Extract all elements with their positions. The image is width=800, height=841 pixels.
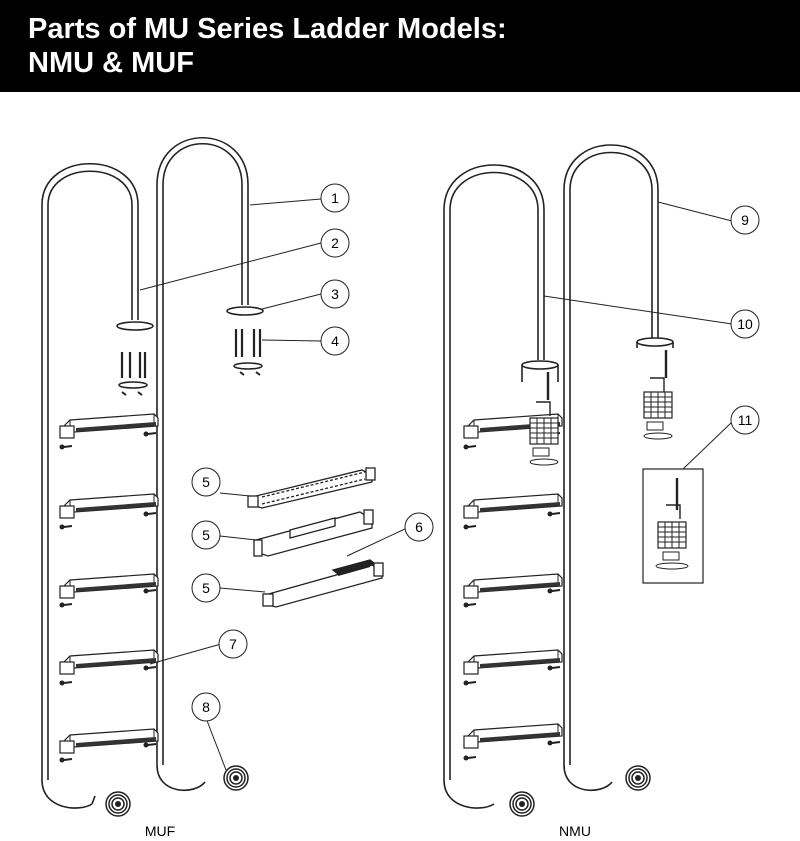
muf-step-1 [59,413,159,439]
nmu-step-5 [463,723,563,749]
callout-4-label: 4 [331,333,339,349]
callout-6-label: 6 [415,519,423,535]
muf-step-3 [59,573,159,599]
callout-9: 9 [730,205,760,235]
nmu-left-handrail [443,164,545,809]
nmu-ladder [443,144,674,809]
callout-10: 10 [730,309,760,339]
muf-left-handrail [41,163,139,809]
muf-step-5 [59,728,159,754]
callout-7-label: 7 [229,636,237,652]
muf-ladder [41,137,264,809]
callout-5a-label: 5 [202,474,210,490]
callout-5a: 5 [191,467,221,497]
nmu-flange-right [625,765,651,791]
callout-1-label: 1 [331,190,339,206]
callout-8-label: 8 [202,699,210,715]
muf-steps [58,413,159,764]
nmu-right-handrail [563,144,659,792]
callout-7: 7 [218,629,248,659]
anchor-detail-box [642,468,704,584]
callout-10-label: 10 [737,316,753,332]
nmu-step-3 [463,573,563,599]
muf-flange-left [105,791,131,817]
callout-1: 1 [320,183,350,213]
nmu-step-4 [463,649,563,675]
callout-2-label: 2 [331,235,339,251]
callout-9-label: 9 [741,212,749,228]
callout-3-label: 3 [331,286,339,302]
callout-4: 4 [320,326,350,356]
parts-diagram: 1 2 3 4 5 5 5 6 7 8 9 10 11 MUF NMU [41,137,760,839]
callout-11: 11 [730,405,760,435]
callout-3: 3 [320,279,350,309]
muf-step-2 [59,493,159,519]
nmu-flange-left [509,791,535,817]
muf-step-4 [59,649,159,675]
title-line-2: NMU & MUF [28,47,194,79]
model-label-muf: MUF [145,823,175,839]
step-variant-tread [262,559,384,608]
callout-5c: 5 [191,573,221,603]
callout-5b-label: 5 [202,527,210,543]
muf-flange-right [223,765,249,791]
muf-right-handrail [156,137,249,792]
nmu-anchor-left [529,417,559,445]
callout-8: 8 [191,692,221,722]
callout-2: 2 [320,228,350,258]
callouts: 1 2 3 4 5 5 5 6 7 8 9 10 11 [191,183,760,722]
title-line-1: Parts of MU Series Ladder Models: [28,13,507,45]
callout-6: 6 [404,512,434,542]
nmu-steps [462,413,563,762]
title-bar: Parts of MU Series Ladder Models: NMU & … [0,0,800,92]
page-title: Parts of MU Series Ladder Models: NMU & … [0,0,800,80]
callout-11-label: 11 [738,412,753,428]
nmu-anchor-right [643,391,673,419]
step-variant-perforated [247,467,376,509]
step-variants [247,467,384,608]
model-label-nmu: NMU [559,823,591,839]
callout-5c-label: 5 [202,580,210,596]
step-variant-wide [253,509,374,557]
leader-lines [139,198,733,771]
callout-5b: 5 [191,520,221,550]
nmu-step-2 [463,493,563,519]
